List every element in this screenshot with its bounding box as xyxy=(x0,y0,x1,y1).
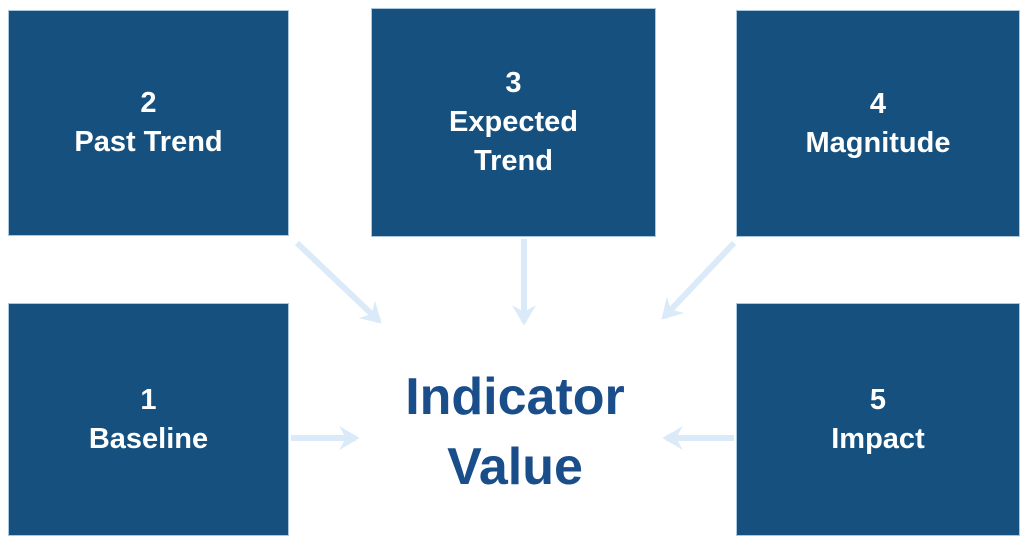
node-impact-text: 5 Impact xyxy=(786,381,971,459)
node-baseline-text: 1 Baseline xyxy=(56,381,241,459)
node-number: 1 xyxy=(140,383,157,416)
node-number: 2 xyxy=(140,87,157,119)
node-expected-trend-text: 3 Expected Trend xyxy=(421,64,606,181)
node-label: Impact xyxy=(831,422,925,455)
node-past-trend: 2 Past Trend xyxy=(8,10,289,236)
node-number: 4 xyxy=(869,87,887,120)
node-label: Expected Trend xyxy=(449,106,578,177)
node-past-trend-text: 2 Past Trend xyxy=(56,84,241,162)
node-label: Past Trend xyxy=(74,126,223,158)
arrow-past-trend-to-center-icon xyxy=(294,240,382,324)
node-magnitude: 4 Magnitude xyxy=(736,10,1020,237)
arrow-magnitude-to-center-icon xyxy=(661,240,737,320)
node-number: 5 xyxy=(869,383,887,416)
node-expected-trend: 3 Expected Trend xyxy=(371,8,656,237)
node-baseline: 1 Baseline xyxy=(8,303,289,536)
node-number: 3 xyxy=(505,67,522,99)
node-magnitude-text: 4 Magnitude xyxy=(786,85,971,163)
center-title: Indicator Value xyxy=(405,368,625,496)
node-label: Magnitude xyxy=(805,126,951,159)
node-impact: 5 Impact xyxy=(736,303,1020,536)
node-label: Baseline xyxy=(88,422,209,455)
